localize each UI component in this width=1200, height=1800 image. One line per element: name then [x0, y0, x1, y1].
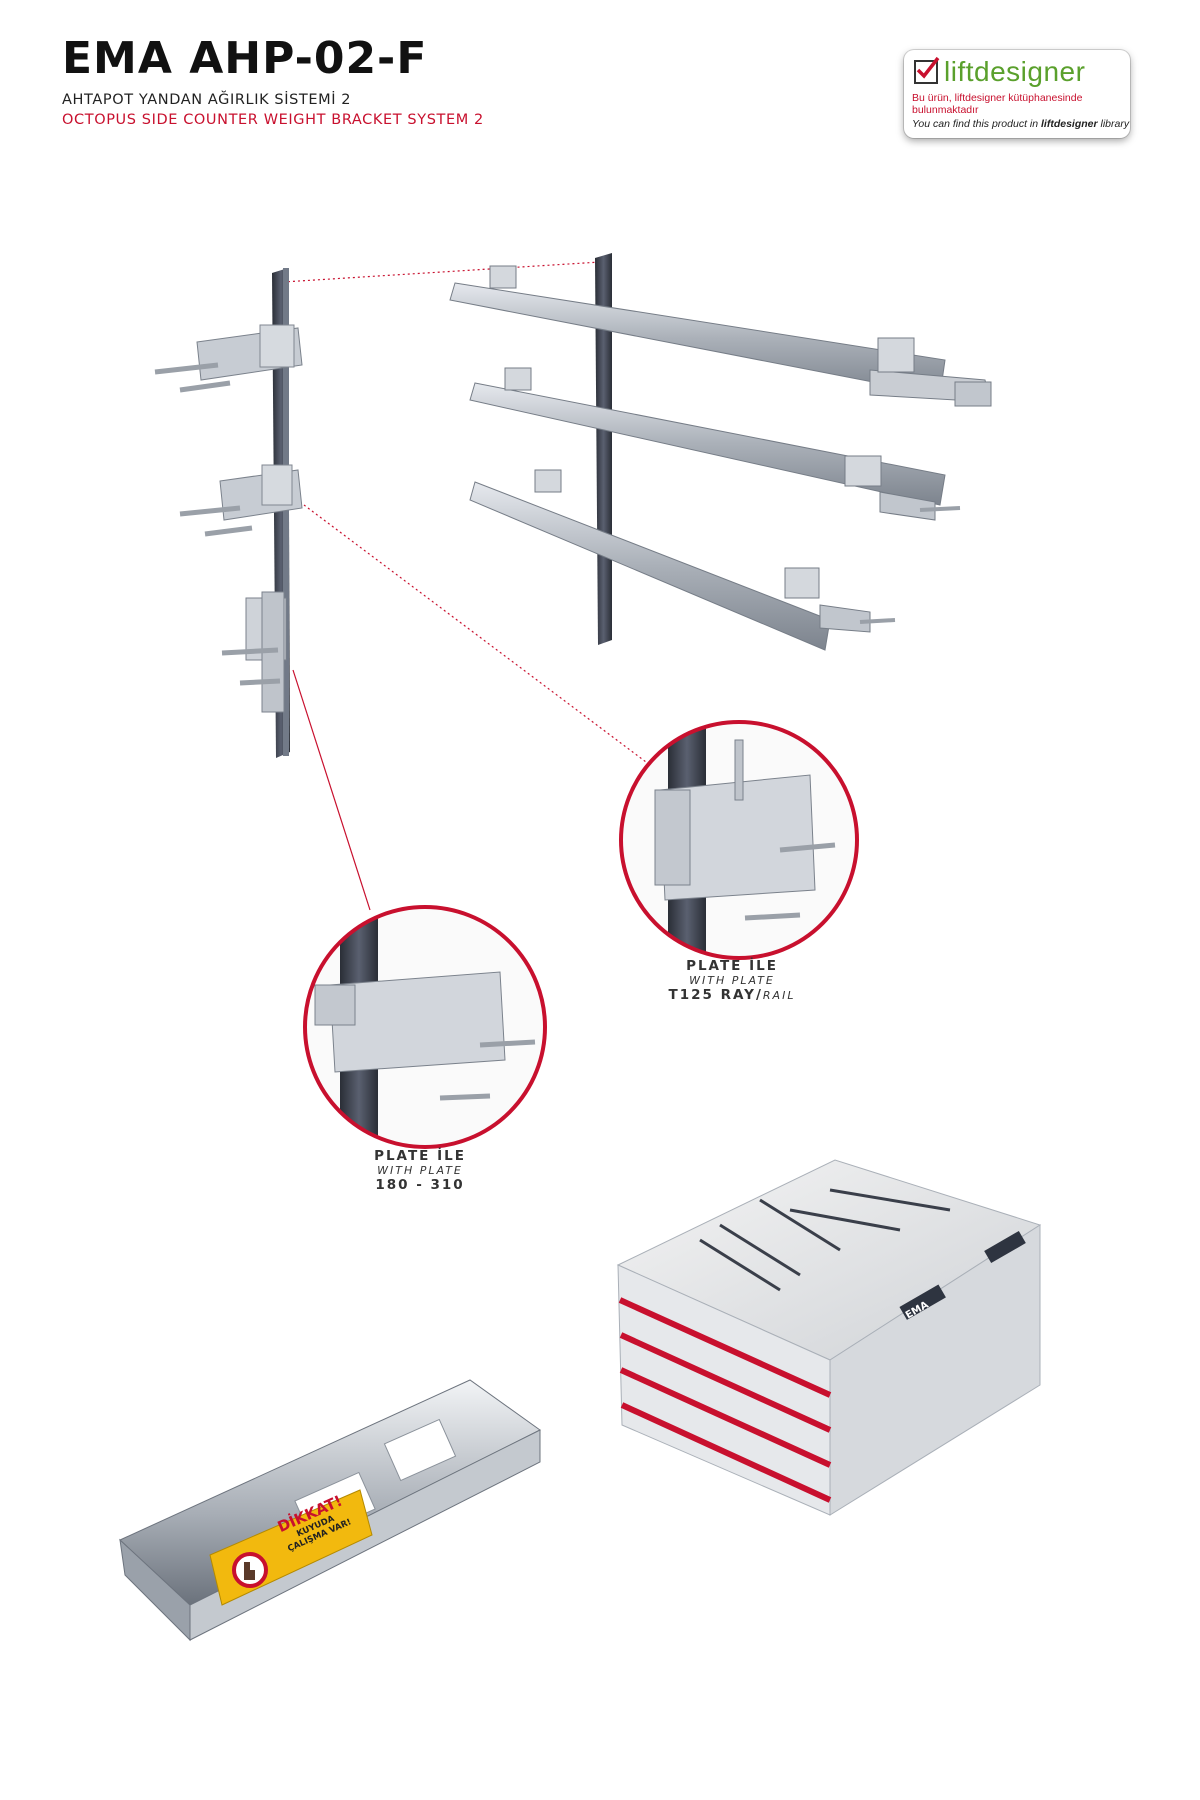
packaging-boxes-stack [616, 1159, 1042, 1516]
checkmark-icon [914, 56, 940, 84]
logo-note-turkish: Bu ürün, liftdesigner kütüphanesinde bul… [912, 92, 1083, 116]
arm-middle [469, 367, 961, 521]
arm-bottom [469, 469, 896, 651]
arm-top [449, 265, 992, 407]
liftdesigner-logo[interactable]: liftdesigner Bu ürün, liftdesigner kütüp… [904, 50, 1130, 138]
left-bracket-top [154, 324, 303, 393]
logo-note-english: You can find this product in liftdesigne… [912, 118, 1130, 130]
callout-circle-right [619, 720, 859, 960]
callout-circle-left [303, 905, 547, 1149]
header: EMA AHP-02-F AHTAPOT YANDAN AĞIRLIK SİST… [62, 33, 484, 129]
left-bracket-bottom [221, 591, 287, 713]
left-bracket-middle [179, 464, 303, 537]
subtitle-turkish: AHTAPOT YANDAN AĞIRLIK SİSTEMİ 2 [62, 92, 352, 108]
logo-name: liftdesigner [944, 56, 1086, 87]
page-title: EMA AHP-02-F [62, 33, 428, 84]
caption-left: PLATE İLE WITH PLATE 180 - 310 [374, 1148, 466, 1193]
caption-right: PLATE İLE WITH PLATE T125 RAY/RAIL [668, 958, 796, 1003]
subtitle-english: OCTOPUS SIDE COUNTER WEIGHT BRACKET SYST… [62, 112, 484, 128]
leader-lines [282, 261, 651, 911]
open-box-tray [119, 1379, 541, 1642]
